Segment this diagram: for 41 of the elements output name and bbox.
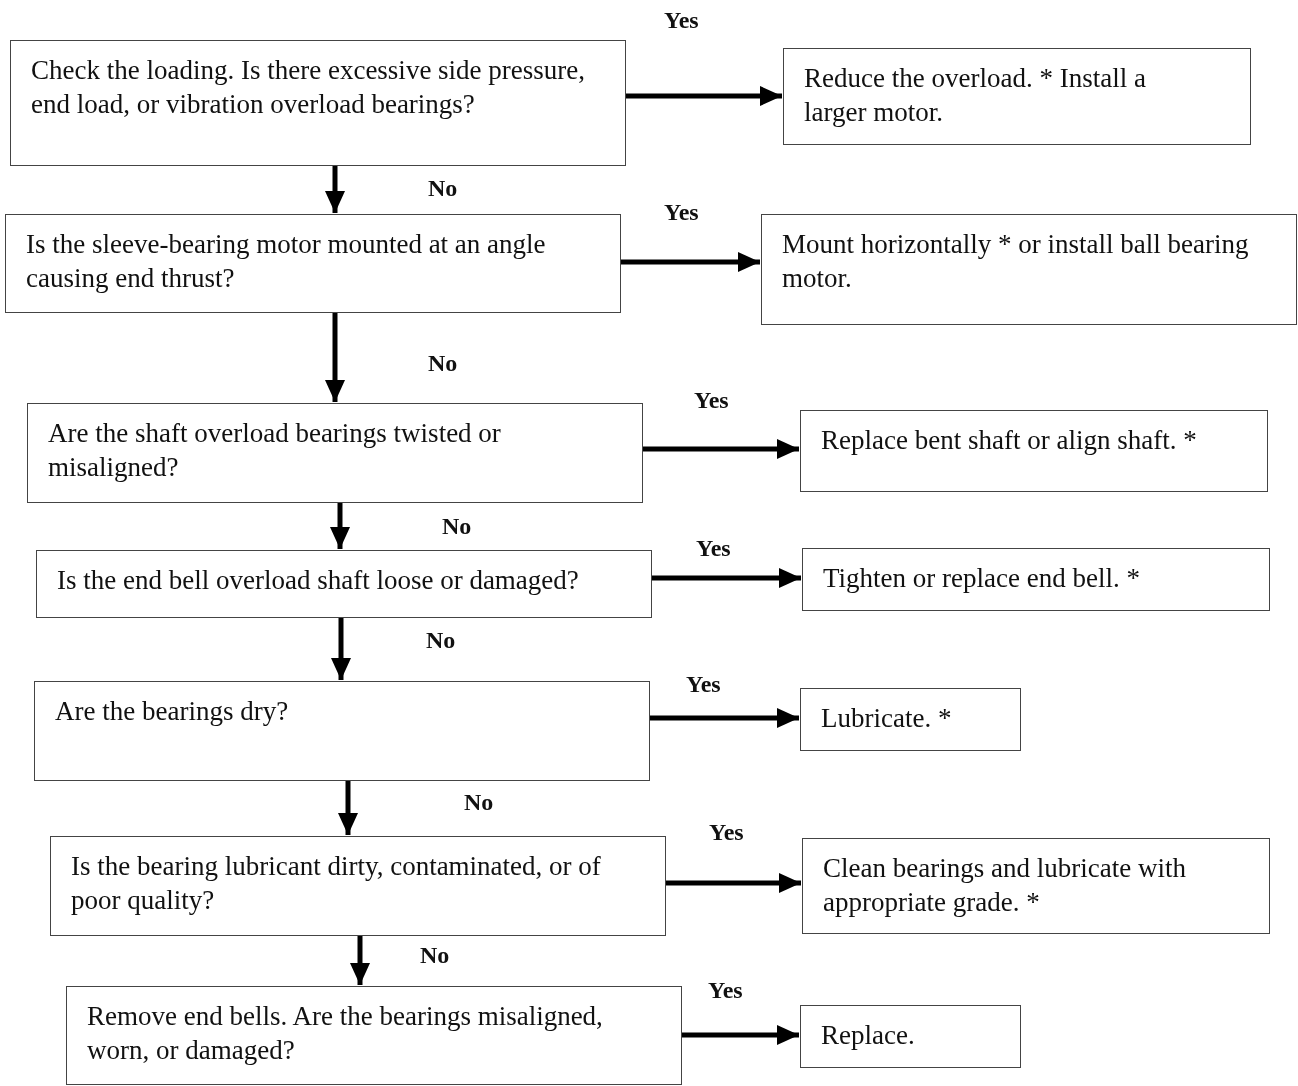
node-text: Are the bearings dry? [55,695,290,728]
arrow [652,568,801,588]
node-text: Replace bent shaft or align shaft. * [821,424,1198,457]
action-box [802,548,1270,611]
question-box [36,550,652,618]
arrow [626,86,782,106]
node-text: Reduce the overload. * Install a larger motor. [804,62,1147,129]
arrow [682,1025,799,1045]
action-box [761,214,1297,325]
node-text: Remove end bells. Are the bearings misaligned, worn, or damaged? [87,1000,604,1067]
arrow [330,503,350,549]
action-box [800,410,1268,492]
question-box [50,836,666,936]
arrow [643,439,799,459]
question-box [34,681,650,781]
arrow [331,618,351,680]
question-box [27,403,643,503]
question-box [66,986,682,1085]
arrow [325,166,345,213]
action-box [800,1005,1021,1068]
question-box [5,214,621,313]
arrow [338,781,358,835]
node-text: Tighten or replace end bell. * [823,562,1141,595]
arrow [621,252,760,272]
node-text: Is the sleeve-bearing motor mounted at an angle causing end thrust? [26,228,547,295]
node-text: Mount horizontally * or install ball bearing motor. [782,228,1250,295]
node-text: Clean bearings and lubricate with appropriate grade. * [823,852,1187,919]
action-box [800,688,1021,751]
node-text: Lubricate. * [821,702,953,735]
arrow [650,708,799,728]
node-text: Are the shaft overload bearings twisted or misaligned? [48,417,502,484]
node-text: Check the loading. Is there excessive side pressure, end load, or vibration overload bearings? [31,54,587,121]
node-text: Is the end bell overload shaft loose or damaged? [57,564,580,597]
node-text: Replace. [821,1019,916,1052]
question-box [10,40,626,166]
node-text: Is the bearing lubricant dirty, contaminated, or of poor quality? [71,850,602,917]
action-box [783,48,1251,145]
arrow [666,873,801,893]
action-box [802,838,1270,934]
arrow [325,313,345,402]
arrow [350,936,370,985]
